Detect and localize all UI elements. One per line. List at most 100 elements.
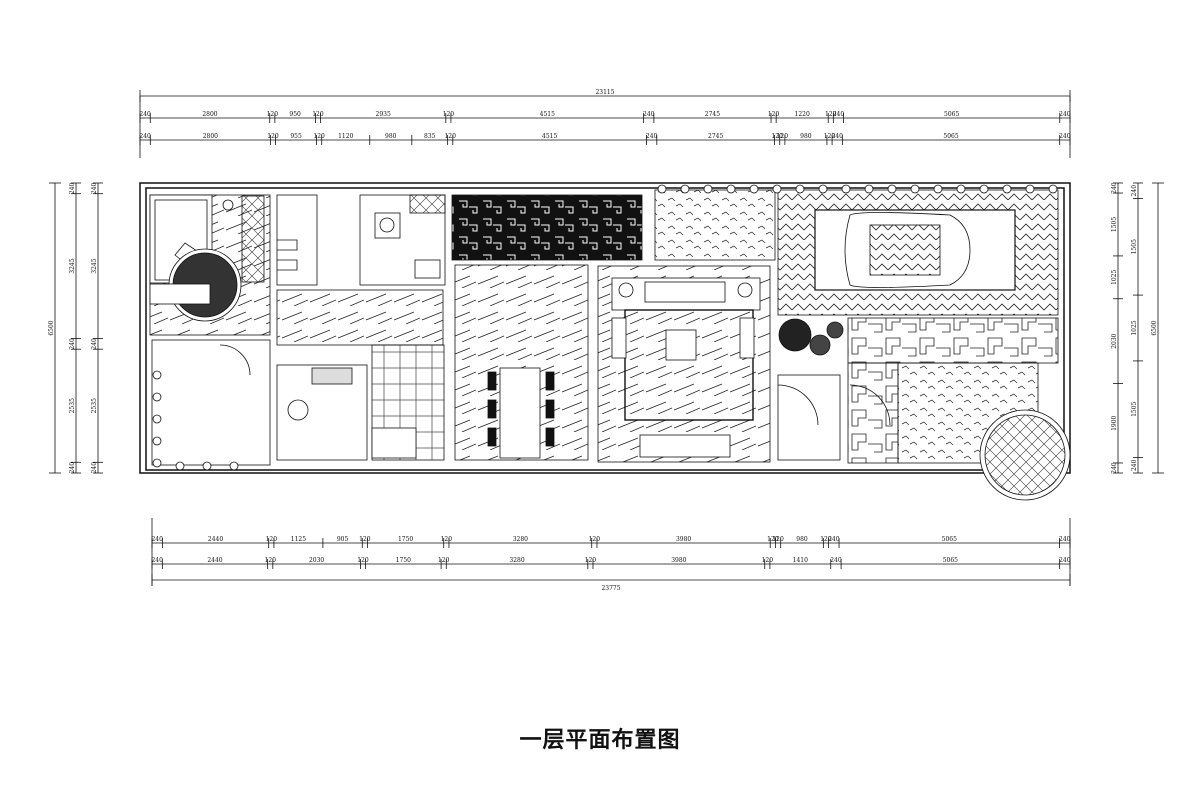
- column-marker: [1048, 184, 1058, 194]
- column-marker: [841, 184, 851, 194]
- top-dimension: 980: [800, 133, 812, 140]
- top-dimension: 120: [771, 133, 783, 140]
- top-dimension: 120: [267, 111, 279, 118]
- top-dimension: 240: [646, 133, 658, 140]
- top-dimension: 2800: [202, 111, 217, 118]
- top-dimension: 950: [289, 111, 301, 118]
- column-marker: [933, 184, 943, 194]
- right-dimension: 240: [1111, 462, 1118, 474]
- top-dimension: 980: [385, 133, 397, 140]
- top-dimension: 2935: [376, 111, 391, 118]
- top-dimension: 120: [312, 111, 324, 118]
- right-dimension: 1025: [1111, 270, 1118, 285]
- right-dimension: 240: [1131, 185, 1138, 197]
- top-dimension: 120: [824, 133, 836, 140]
- bottom-dimension: 1410: [793, 557, 808, 564]
- top-dimension: 120: [444, 133, 456, 140]
- bottom-dimension: 5065: [942, 536, 957, 543]
- bedroom: [149, 194, 271, 336]
- left-dimension: 240: [69, 462, 76, 474]
- right-dimension: 1505: [1131, 401, 1138, 416]
- column-marker: [749, 184, 759, 194]
- top-dimension: 240: [1059, 133, 1071, 140]
- top-dimension: 120: [267, 133, 279, 140]
- right-dimension: 1505: [1131, 239, 1138, 254]
- column-marker: [680, 184, 690, 194]
- bottom-dimension: 120: [357, 557, 369, 564]
- column-marker: [772, 184, 782, 194]
- top-dimension: 240: [832, 133, 844, 140]
- bottom-dimension: 2440: [208, 536, 223, 543]
- exterior-walls: [139, 182, 1071, 474]
- bathroom: [359, 194, 446, 286]
- bottom-total-dimension: 23775: [601, 585, 620, 592]
- top-dimension: 240: [139, 133, 151, 140]
- top-dimension: 240: [833, 111, 845, 118]
- left-dimension: 240: [91, 462, 98, 474]
- bottom-dimension: 3980: [676, 536, 691, 543]
- garage: [777, 189, 1059, 316]
- column-marker: [152, 370, 162, 380]
- bottom-dimension: 240: [1059, 536, 1071, 543]
- right-dimension: 240: [1131, 459, 1138, 471]
- bottom-dimension: 240: [828, 536, 840, 543]
- left-total-dimension: 6500: [48, 320, 55, 335]
- column-marker: [887, 184, 897, 194]
- column-marker: [1002, 184, 1012, 194]
- bottom-dimension: 120: [820, 536, 832, 543]
- left-storage-room: [151, 339, 271, 466]
- top-dimension: 120: [313, 133, 325, 140]
- top-dimension: 5065: [943, 133, 958, 140]
- bottom-dimension: 240: [1059, 557, 1071, 564]
- left-dimension: 240: [69, 338, 76, 350]
- top-total-dimension: 23115: [595, 89, 614, 96]
- top-dimension: 4515: [542, 133, 557, 140]
- right-dimension: 1025: [1131, 320, 1138, 335]
- left-dimension: 240: [91, 182, 98, 194]
- column-marker: [152, 392, 162, 402]
- right-dimension: 1505: [1111, 217, 1118, 232]
- bottom-dimension: 120: [441, 536, 453, 543]
- bottom-dimension: 1750: [398, 536, 413, 543]
- right-dimension: 1900: [1111, 415, 1118, 430]
- right-dimension: 240: [1111, 182, 1118, 194]
- top-dimension: 240: [643, 111, 655, 118]
- top-dimension: 955: [290, 133, 302, 140]
- living-room: [597, 265, 771, 463]
- column-marker: [864, 184, 874, 194]
- bottom-dimension: 120: [762, 557, 774, 564]
- bottom-dimension: 120: [265, 557, 277, 564]
- bottom-dimension: 3280: [513, 536, 528, 543]
- top-dimension: 835: [424, 133, 436, 140]
- column-marker: [956, 184, 966, 194]
- bottom-dimension: 120: [772, 536, 784, 543]
- bottom-dimension: 3280: [509, 557, 524, 564]
- bottom-dimension: 5065: [943, 557, 958, 564]
- column-marker: [979, 184, 989, 194]
- column-marker: [152, 436, 162, 446]
- drawing-title: 一层平面布置图: [519, 728, 681, 753]
- bottom-dimension: 1750: [396, 557, 411, 564]
- top-dimension: 120: [825, 111, 837, 118]
- column-marker: [726, 184, 736, 194]
- bottom-dimension: 120: [767, 536, 779, 543]
- bottom-dimension: 120: [266, 536, 278, 543]
- bottom-dimension: 1125: [291, 536, 306, 543]
- top-dimension: 240: [139, 111, 151, 118]
- top-dimension: 1220: [795, 111, 810, 118]
- top-dimension: 240: [1059, 111, 1071, 118]
- bottom-dimension: 240: [830, 557, 842, 564]
- bottom-dimension: 2440: [207, 557, 222, 564]
- column-marker: [910, 184, 920, 194]
- bottom-dimension: 905: [337, 536, 349, 543]
- kitchen: [276, 344, 445, 461]
- column-marker: [1025, 184, 1035, 194]
- dimension-lines: [49, 90, 1164, 586]
- column-marker: [703, 184, 713, 194]
- bottom-dimension: 240: [151, 536, 163, 543]
- right-dimension: 2030: [1111, 333, 1118, 348]
- bottom-dimension: 120: [585, 557, 597, 564]
- column-marker: [152, 414, 162, 424]
- courtyard: [654, 189, 776, 261]
